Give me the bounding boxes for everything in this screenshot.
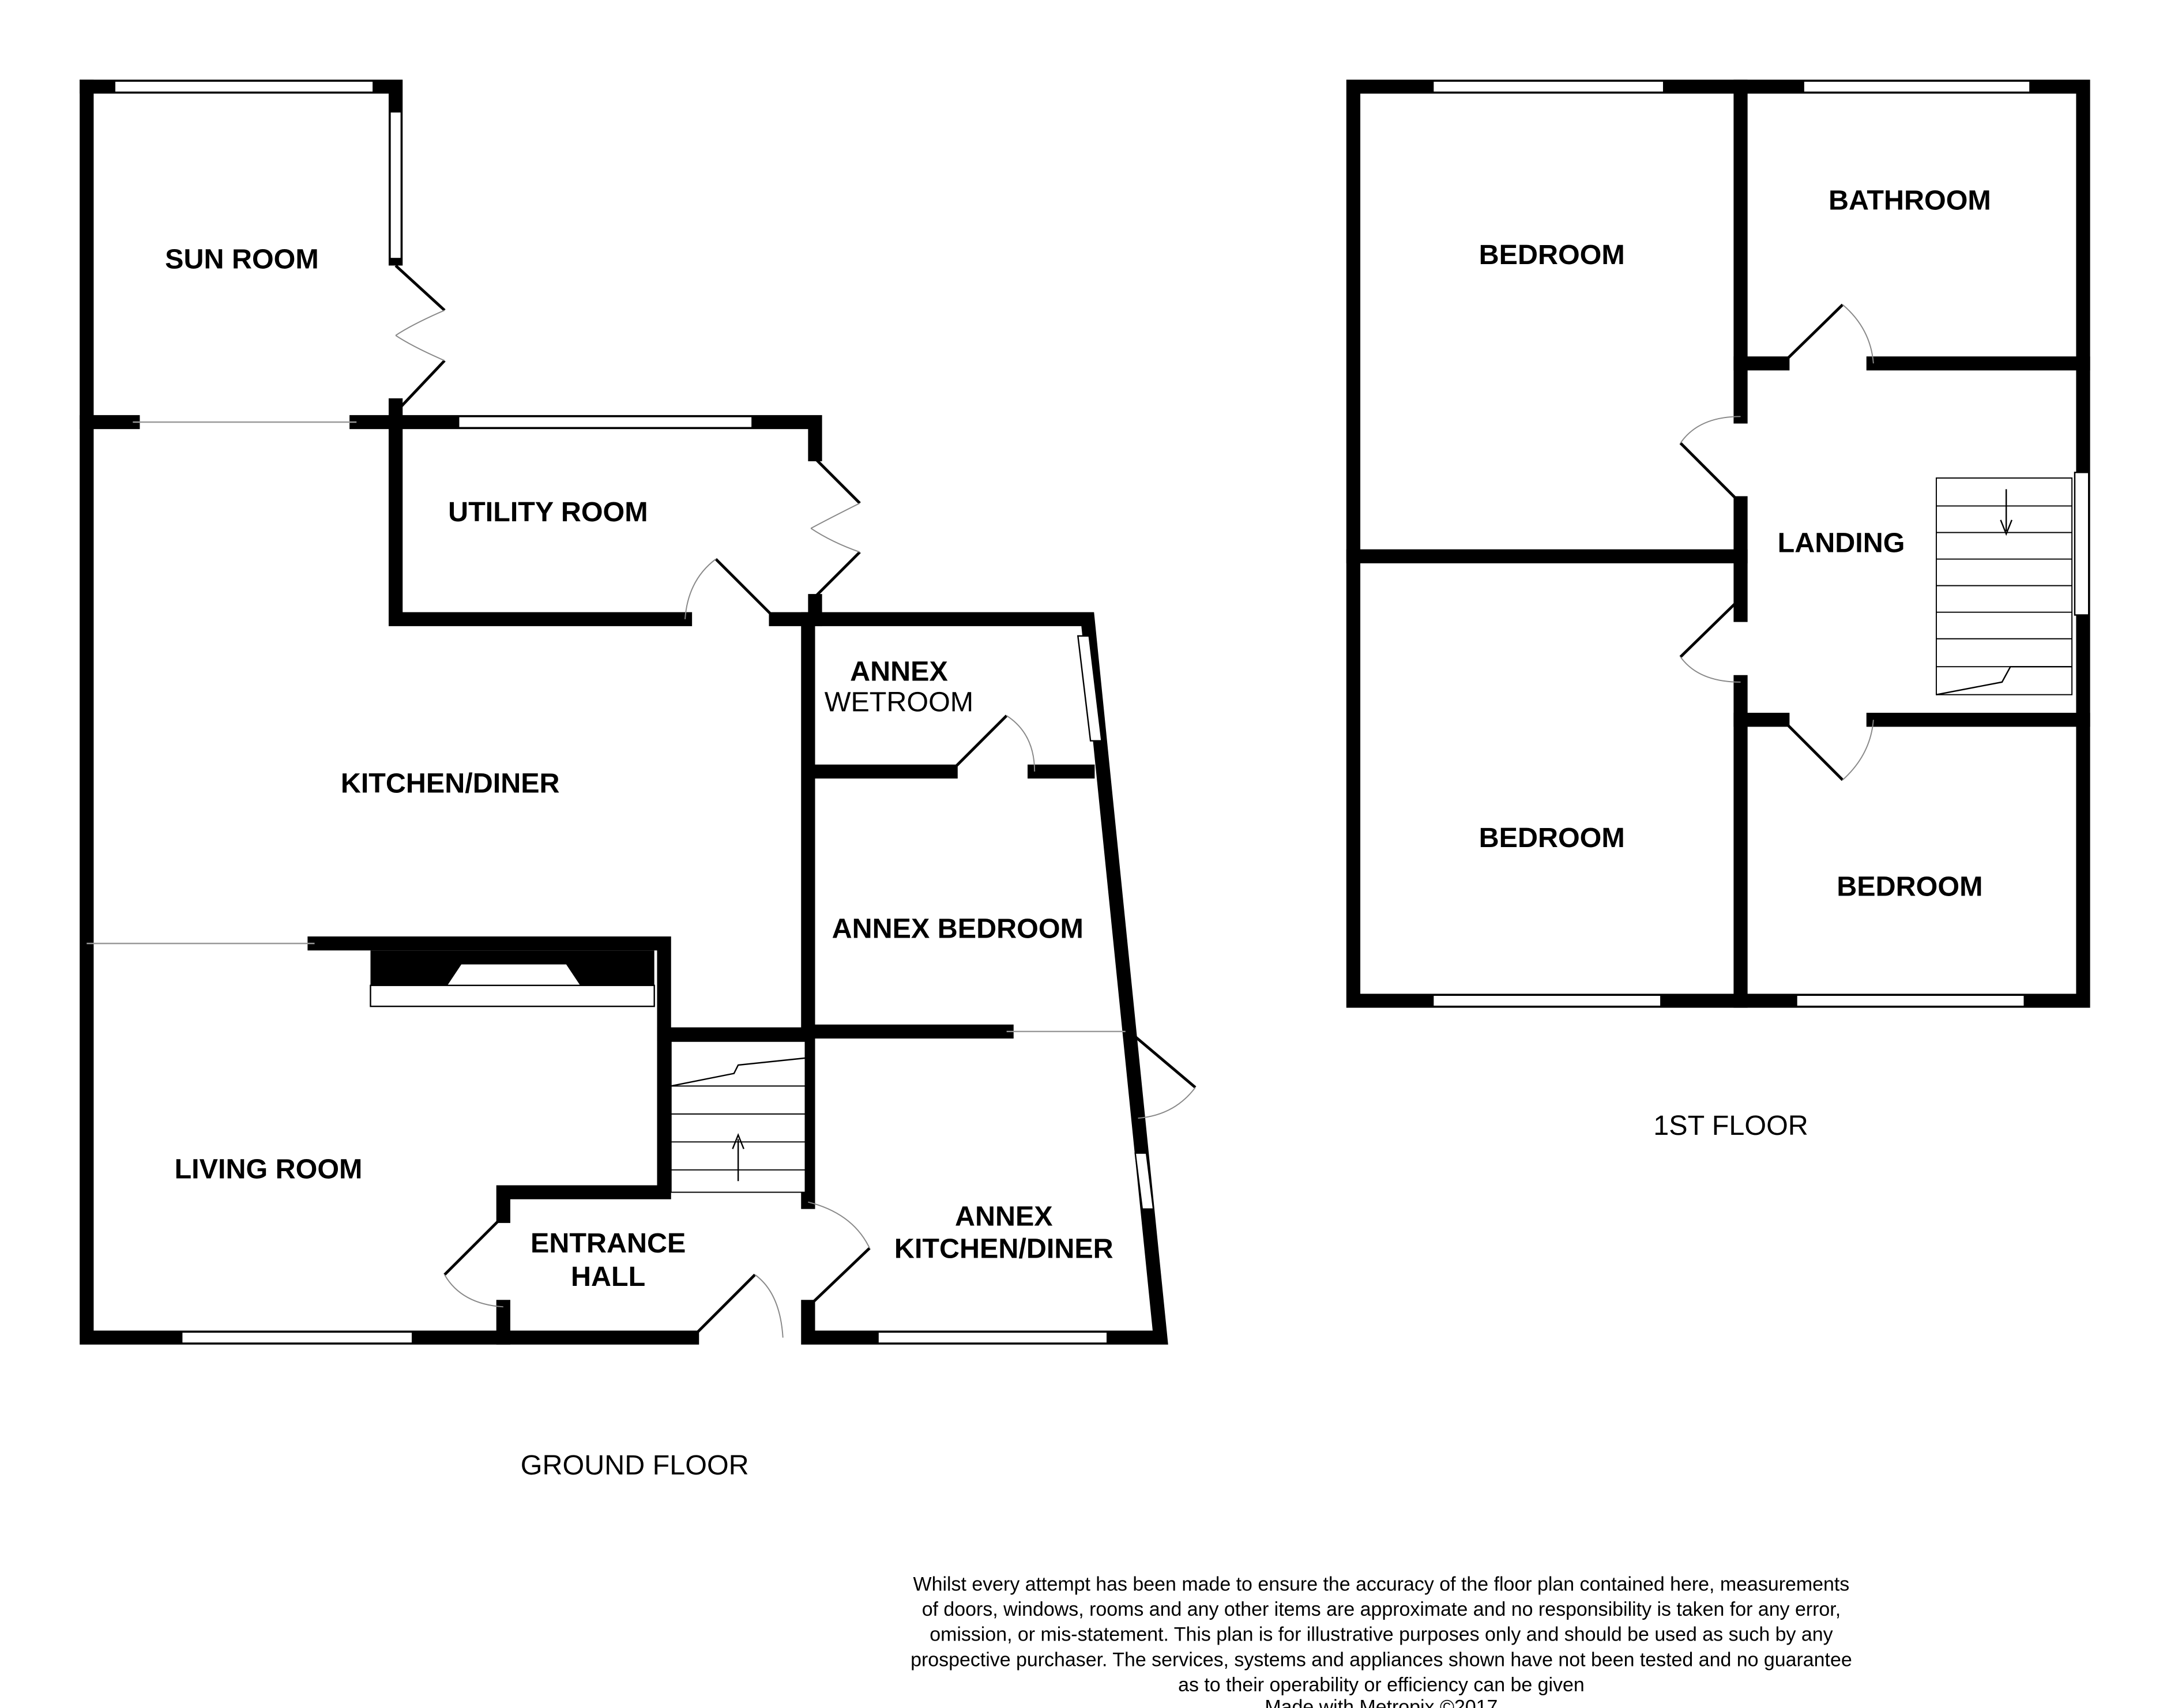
room-label-living-room: LIVING ROOM: [175, 1153, 363, 1184]
disclaimer-line: omission, or mis-statement. This plan is…: [930, 1624, 1833, 1646]
room-label-bedroom: BEDROOM: [1479, 239, 1625, 270]
room-label-annex-kitchen-diner: KITCHEN/DINER: [894, 1233, 1113, 1265]
first-floor-label: 1ST FLOOR: [1653, 1110, 1808, 1141]
room-label-bathroom: BATHROOM: [1829, 185, 1991, 216]
disclaimer-line: prospective purchaser. The services, sys…: [911, 1649, 1852, 1671]
room-label-bedroom: BEDROOM: [1837, 871, 1982, 902]
windows-first: [1432, 80, 2090, 1007]
staircase-ground: [670, 1040, 806, 1193]
disclaimer-line: as to their operability or efficiency ca…: [1178, 1674, 1585, 1696]
room-label-entrance-hall: HALL: [571, 1261, 645, 1292]
disclaimer-line: Whilst every attempt has been made to en…: [913, 1573, 1850, 1595]
ground-floor-walls: [80, 80, 1168, 1345]
staircase-first: [1935, 477, 2073, 695]
room-label-annex-wetroom: ANNEX: [850, 656, 948, 687]
room-label-annex-bedroom: ANNEX BEDROOM: [832, 913, 1084, 944]
room-label-entrance-hall: ENTRANCE: [531, 1228, 686, 1259]
first-floor-plan: BEDROOM BATHROOM LANDING BEDROOM BEDROOM…: [1346, 80, 2090, 1141]
fireplace: [370, 950, 655, 1007]
metropix-credit: Made with Metropix ©2017: [1265, 1696, 1498, 1708]
room-label-utility-room: UTILITY ROOM: [448, 496, 648, 528]
windows: [114, 80, 1154, 1344]
room-label-landing: LANDING: [1778, 527, 1905, 558]
room-label-sun-room: SUN ROOM: [165, 243, 319, 274]
disclaimer: Whilst every attempt has been made to en…: [911, 1573, 1852, 1708]
room-label-kitchen-diner: KITCHEN/DINER: [341, 768, 560, 799]
ground-floor-label: GROUND FLOOR: [521, 1450, 749, 1481]
ground-floor-plan: SUN ROOM UTILITY ROOM KITCHEN/DINER LIVI…: [80, 80, 1197, 1481]
room-labels-ground: SUN ROOM UTILITY ROOM KITCHEN/DINER LIVI…: [165, 243, 1113, 1292]
doors-ground: [394, 264, 1197, 1339]
room-label-bedroom: BEDROOM: [1479, 822, 1625, 853]
doors-first: [1679, 303, 1874, 781]
room-label-annex-kitchen-diner: ANNEX: [955, 1201, 1053, 1232]
room-labels-first: BEDROOM BATHROOM LANDING BEDROOM BEDROOM: [1479, 185, 1991, 902]
room-label-annex-wetroom: WETROOM: [825, 687, 974, 718]
disclaimer-line: of doors, windows, rooms and any other i…: [922, 1598, 1841, 1620]
